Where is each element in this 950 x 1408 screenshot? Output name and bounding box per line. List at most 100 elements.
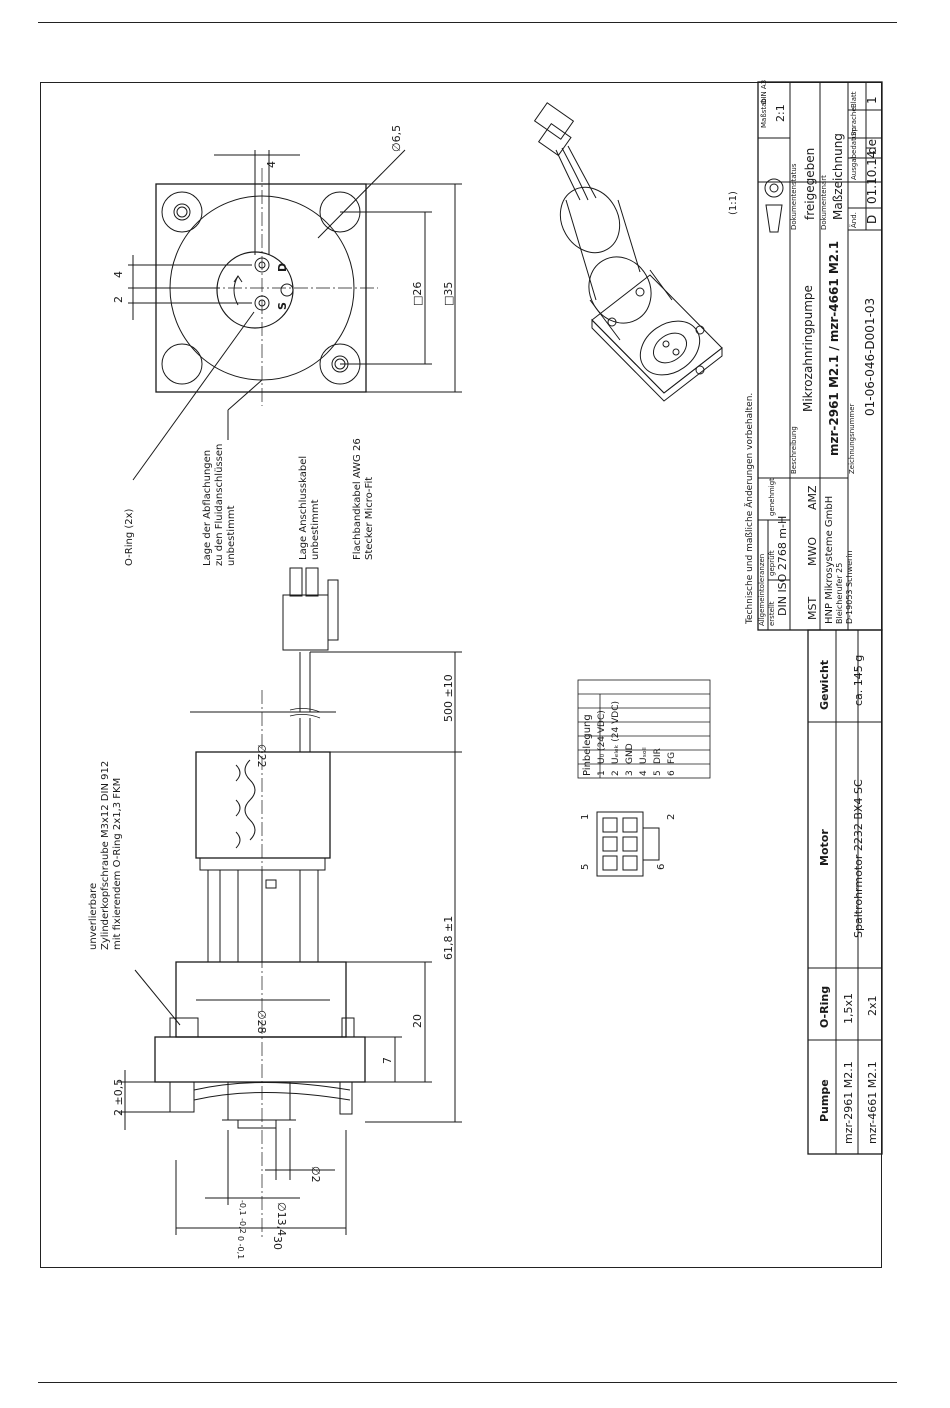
tb-street: Bleicherufer 25: [835, 563, 844, 624]
pin-num-4: 4: [639, 770, 649, 776]
cable: [299, 652, 311, 712]
note-flats-2: zu den Fluidanschlüssen: [214, 444, 225, 566]
pin-label-1: U₀ (24 VDC): [597, 710, 607, 764]
dim-d65: ∅6,5: [390, 125, 403, 152]
th-oring: O-Ring: [818, 986, 831, 1028]
conn-num-6: 6: [656, 864, 667, 870]
pin-label-6: FG: [667, 752, 677, 764]
tb-genehmigt-value: AMZ: [806, 485, 819, 510]
tb-erstellt-value: MST: [806, 597, 819, 620]
tb-desc1: Mikrozahnringpumpe: [801, 285, 815, 412]
pin-num-1: 1: [597, 770, 607, 776]
tb-status: freigegeben: [803, 148, 817, 220]
tb-city-visible: D-19053 Schwerin: [845, 550, 854, 624]
td-pumpe-2: mzr-4661 M2.1: [866, 1061, 879, 1144]
th-pumpe: Pumpe: [818, 1079, 831, 1122]
tb-doctype-label: Dokumentenart: [820, 175, 828, 230]
pin-table-title: Pinbelegung: [582, 714, 593, 776]
front-view: [128, 149, 462, 481]
tb-erstellt-label: erstellt: [768, 601, 776, 626]
dim-len-618: 61,8 ±1: [442, 916, 455, 960]
tb-lang-label: Sprache: [850, 107, 858, 136]
conn-num-1: 1: [580, 814, 591, 820]
tb-geprueft-label: geprüft: [768, 550, 776, 576]
pin-connector: [596, 811, 660, 877]
dim-d28: ∅28: [255, 1010, 268, 1034]
rights-note: Technische und maßliche Änderungen vorbe…: [744, 393, 755, 625]
dim-thirty-tol: 0 -0,1: [236, 1236, 245, 1259]
screw-head: [169, 1017, 199, 1038]
dim-sq26: □26: [411, 282, 424, 306]
bolt-hole-bl: [161, 343, 203, 385]
pin-label-2: Uₑₗₑₖ (24 VDC): [611, 701, 621, 764]
port-d-label: D: [276, 263, 289, 272]
pin-label-5: DIR: [653, 748, 663, 764]
pin-num-2: 2: [611, 770, 621, 776]
pin-num-3: 3: [625, 770, 635, 776]
projection-symbol: [764, 178, 784, 198]
dim-d134: ∅13,4: [275, 1202, 288, 1236]
note-ribbon-2: Stecker Micro-Fit: [364, 477, 375, 560]
pin-num-5: 5: [653, 770, 663, 776]
td-motor: Spaltrohrmotor 2232 BX4 SC: [852, 779, 865, 938]
bottom-rule: [38, 1382, 897, 1383]
tb-sheet-label: Blatt: [850, 91, 858, 108]
th-gewicht: Gewicht: [818, 660, 831, 710]
tb-doctype: Maßzeichnung: [831, 133, 845, 220]
dim-twenty: 20: [411, 1014, 424, 1028]
dim-len-500: 500 ±10: [442, 674, 455, 722]
dim-d134-tol: -0,1 -0,2: [238, 1200, 247, 1234]
dim-d22: ∅22: [255, 744, 268, 768]
tb-massstab-label: Maßstab: [760, 98, 768, 128]
tb-allg-value: DIN ISO 2768 m-H: [776, 516, 789, 616]
tb-desc2: mzr-2961 M2.1 / mzr-4661 M2.1: [827, 241, 841, 456]
td-oring-2: 2x1: [866, 995, 879, 1016]
tb-aend: D: [865, 215, 879, 224]
pin-label-4: Uₛₒₗₗ: [639, 747, 649, 764]
tb-allg-label: Allgemeintoleranzen: [758, 554, 766, 626]
port-s-label: S: [276, 302, 289, 310]
td-gewicht: ca. 145 g: [852, 655, 865, 706]
scale-iso: (1:1): [728, 191, 739, 215]
tb-format: DIN A3: [760, 80, 768, 104]
pin-table: [577, 679, 711, 779]
dim-four-b: 4: [112, 271, 125, 278]
tb-status-label: Dokumentenstatus: [790, 163, 798, 230]
note-flats-3: unbestimmt: [226, 505, 237, 566]
bolt-hole-tl-inner: [173, 203, 191, 221]
title-block: [757, 81, 883, 631]
td-pumpe-1: mzr-2961 M2.1: [842, 1061, 855, 1144]
dim-d2: ∅2: [309, 1166, 322, 1183]
tb-company: HNP Mikrosysteme GmbH: [824, 496, 835, 624]
iso-view: [533, 102, 723, 402]
tb-date-label: Ausgabedatum: [850, 127, 858, 180]
tb-lang: de: [865, 139, 879, 154]
dim-four: 4: [265, 161, 278, 168]
note-cable-1: Lage Anschlusskabel: [298, 456, 309, 560]
conn-num-5: 5: [580, 864, 591, 870]
tb-massstab: 2:1: [774, 104, 787, 122]
dim-thirty: 30: [271, 1236, 284, 1250]
dim-two-05: 2 ±0,5: [112, 1079, 125, 1116]
tb-zeichnung-label: Zeichnungsnummer: [848, 403, 856, 474]
tb-zeichnung: 01-06-046-D001-03: [863, 298, 877, 416]
tb-date: 01.10.14: [865, 151, 879, 204]
dim-two: 2: [112, 296, 125, 303]
note-screw-1: unverlierbare: [88, 883, 99, 950]
note-ribbon-1: Flachbandkabel AWG 26: [352, 438, 363, 560]
bolt-hole-tl: [161, 191, 203, 233]
th-motor: Motor: [818, 829, 831, 866]
pin-num-6: 6: [667, 770, 677, 776]
dim-seven: 7: [381, 1057, 394, 1064]
note-screw-2: Zylinderkopfschraube M3x12 DIN 912: [100, 761, 111, 950]
alignment-pin: [280, 283, 294, 297]
note-screw-3: mit fixierendem O-Ring 2x1,3 FKM: [112, 778, 123, 950]
note-flats-1: Lage der Abflachungen: [202, 450, 213, 566]
conn-num-2: 2: [666, 814, 677, 820]
pin-label-3: GND: [625, 743, 635, 764]
tb-beschreibung-label: Beschreibung: [790, 426, 798, 474]
dim-sq35: □35: [442, 282, 455, 306]
tb-aend-label: Änd.: [849, 212, 858, 228]
